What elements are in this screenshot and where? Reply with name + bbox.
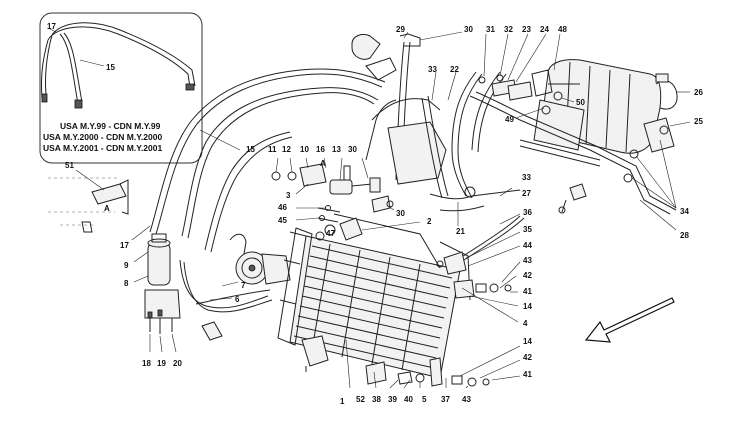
callout-18: 18 [142, 359, 151, 368]
callout-26: 26 [694, 88, 703, 97]
callout-32: 32 [504, 25, 513, 34]
callout-5: 5 [422, 395, 427, 404]
inset-note-3: USA M.Y.2001 - CDN M.Y.2001 [43, 143, 162, 153]
callout-19: 19 [157, 359, 166, 368]
callout-33-top: 33 [428, 65, 437, 74]
direction-arrow [584, 297, 675, 343]
bracket-detail-51: 51 A [48, 161, 129, 233]
callout-13: 13 [332, 145, 341, 154]
callout-2: 2 [427, 217, 432, 226]
inset-note-1: USA M.Y.99 - CDN M.Y.99 [60, 121, 161, 131]
callout-23: 23 [522, 25, 531, 34]
inset-panel: USA M.Y.99 - CDN M.Y.99 USA M.Y.2000 - C… [39, 12, 203, 164]
callout-17-inset: 17 [47, 22, 56, 31]
callout-11: 11 [268, 145, 277, 154]
inset-note-2: USA M.Y.2000 - CDN M.Y.2000 [43, 132, 162, 142]
callout-51: 51 [65, 161, 74, 170]
callout-25: 25 [694, 117, 703, 126]
callout-17: 17 [120, 241, 129, 250]
callout-1: 1 [340, 397, 345, 406]
callout-47: 47 [326, 229, 335, 238]
callout-40: 40 [404, 395, 413, 404]
top-center-pipes [351, 31, 547, 226]
callout-35: 35 [523, 225, 532, 234]
callout-39: 39 [388, 395, 397, 404]
callout-24: 24 [540, 25, 549, 34]
right-hardware [436, 213, 525, 389]
callout-15-inset: 15 [106, 63, 115, 72]
callout-44: 44 [523, 241, 532, 250]
evaporator-unit [469, 33, 691, 231]
callout-52: 52 [356, 395, 365, 404]
callout-41-bottom: 41 [523, 370, 532, 379]
callout-labels: 1 2 3 4 5 6 7 8 9 10 11 12 13 14 14 15 1… [120, 25, 703, 406]
condenser [277, 213, 471, 389]
callout-3: 3 [286, 191, 291, 200]
callout-20: 20 [173, 359, 182, 368]
callout-21: 21 [456, 227, 465, 236]
callout-30-low: 30 [396, 209, 405, 218]
callout-6: 6 [235, 295, 240, 304]
callout-22: 22 [450, 65, 459, 74]
callout-33-bottom: 33 [522, 173, 531, 182]
callout-34: 34 [680, 207, 689, 216]
view-marker-a-center: A [320, 159, 326, 168]
callout-43-top: 43 [523, 256, 532, 265]
callout-30-top: 30 [464, 25, 473, 34]
callout-42-bottom: 42 [523, 353, 532, 362]
center-valves [271, 157, 421, 231]
receiver-drier [133, 233, 181, 353]
callout-14-top: 14 [523, 302, 532, 311]
callout-15: 15 [246, 145, 255, 154]
callout-38: 38 [372, 395, 381, 404]
callout-12: 12 [282, 145, 291, 154]
callout-45: 45 [278, 216, 287, 225]
callout-36: 36 [523, 208, 532, 217]
callout-49: 49 [505, 115, 514, 124]
long-hoses [131, 68, 386, 253]
callout-48: 48 [558, 25, 567, 34]
callout-28: 28 [680, 231, 689, 240]
callout-31: 31 [486, 25, 495, 34]
compressor [179, 233, 291, 341]
callout-9: 9 [124, 261, 129, 270]
callout-42-top: 42 [523, 271, 532, 280]
callout-7: 7 [241, 281, 246, 290]
callout-8: 8 [124, 279, 129, 288]
view-marker-a-left: A [104, 204, 110, 213]
callout-16: 16 [316, 145, 325, 154]
callout-46: 46 [278, 203, 287, 212]
callout-50: 50 [576, 98, 585, 107]
callout-14-bottom: 14 [523, 337, 532, 346]
callout-37: 37 [441, 395, 450, 404]
callout-10: 10 [300, 145, 309, 154]
callout-4: 4 [523, 319, 528, 328]
callout-41-top: 41 [523, 287, 532, 296]
callout-43-bottom: 43 [462, 395, 471, 404]
callout-29: 29 [396, 25, 405, 34]
callout-27: 27 [522, 189, 531, 198]
callout-30-mid: 30 [348, 145, 357, 154]
